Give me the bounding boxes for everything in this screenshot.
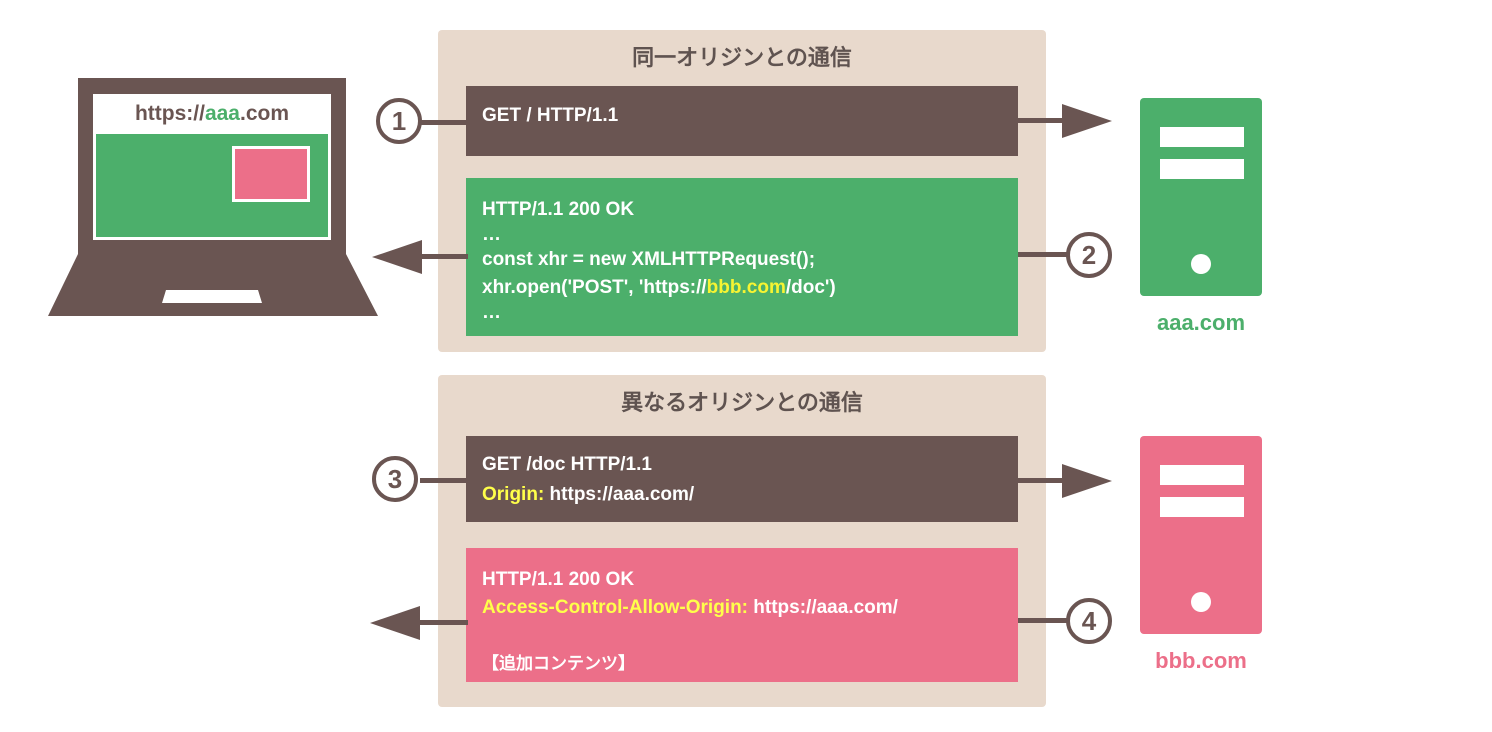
cross-origin-title: 異なるオリジンとの通信 [621, 391, 863, 416]
request-3-box: GET /doc HTTP/1.1 Origin: https://aaa.co… [466, 436, 1018, 522]
connector-line [1018, 252, 1070, 257]
browser-window: https://aaa.com [93, 94, 331, 240]
acao-header-key: Access-Control-Allow-Origin: [482, 597, 749, 618]
page-content-block [232, 146, 310, 202]
response-4-content: 【追加コンテンツ】 [482, 654, 635, 674]
response-2-box: HTTP/1.1 200 OK … const xhr = new XMLHTT… [466, 178, 1018, 336]
arrow-left-line [410, 620, 468, 625]
response-2-status: HTTP/1.1 200 OK [482, 199, 635, 220]
laptop-base [48, 254, 378, 316]
connector-line [1018, 618, 1070, 623]
laptop-icon: https://aaa.com [48, 78, 378, 318]
acao-header: Access-Control-Allow-Origin: https://aaa… [482, 594, 1018, 622]
arrow-right-line [1018, 478, 1068, 483]
response-2-code-line: const xhr = new XMLHTTPRequest(); [482, 249, 816, 270]
arrow-right-head-icon [1062, 464, 1112, 498]
origin-header-key: Origin: [482, 484, 545, 505]
response-4-box: HTTP/1.1 200 OK Access-Control-Allow-Ori… [466, 548, 1018, 682]
arrow-right-line [1018, 118, 1068, 123]
arrow-left-line [410, 254, 468, 259]
request-1-box: GET / HTTP/1.1 [466, 86, 1018, 156]
step-2-number: 2 [1066, 232, 1112, 278]
url-suffix: .com [240, 102, 290, 125]
browser-address-bar: https://aaa.com [101, 102, 323, 126]
response-2-code-line: xhr.open('POST', 'https://bbb.com/doc') [482, 277, 836, 298]
server-aaa-icon [1140, 98, 1262, 296]
request-3-line: GET /doc HTTP/1.1 [482, 454, 652, 475]
server-bbb-icon [1140, 436, 1262, 634]
step-1-number: 1 [376, 98, 422, 144]
same-origin-title: 同一オリジンとの通信 [632, 46, 852, 71]
url-prefix: https:// [134, 102, 205, 125]
server-aaa-label: aaa.com [1156, 310, 1246, 335]
step-3-number: 3 [372, 456, 418, 502]
response-4-status: HTTP/1.1 200 OK [482, 569, 635, 590]
step-4-number: 4 [1066, 598, 1112, 644]
connector-line [420, 120, 470, 125]
origin-header-value: https://aaa.com/ [544, 484, 695, 505]
laptop-screen: https://aaa.com [78, 78, 346, 254]
origin-header: Origin: https://aaa.com/ [482, 480, 1018, 510]
arrow-left-head-icon [372, 240, 422, 274]
browser-page-area [96, 134, 328, 237]
url-domain: aaa [204, 102, 240, 125]
acao-header-value: https://aaa.com/ [748, 597, 898, 618]
arrow-left-head-icon [370, 606, 420, 640]
response-2-ellipsis: … [482, 302, 501, 323]
server-bbb-label: bbb.com [1155, 648, 1247, 673]
response-2-ellipsis: … [482, 224, 501, 245]
connector-line [420, 478, 470, 483]
request-1-line: GET / HTTP/1.1 [482, 105, 619, 126]
cross-origin-domain: bbb.com [706, 277, 786, 298]
arrow-right-head-icon [1062, 104, 1112, 138]
